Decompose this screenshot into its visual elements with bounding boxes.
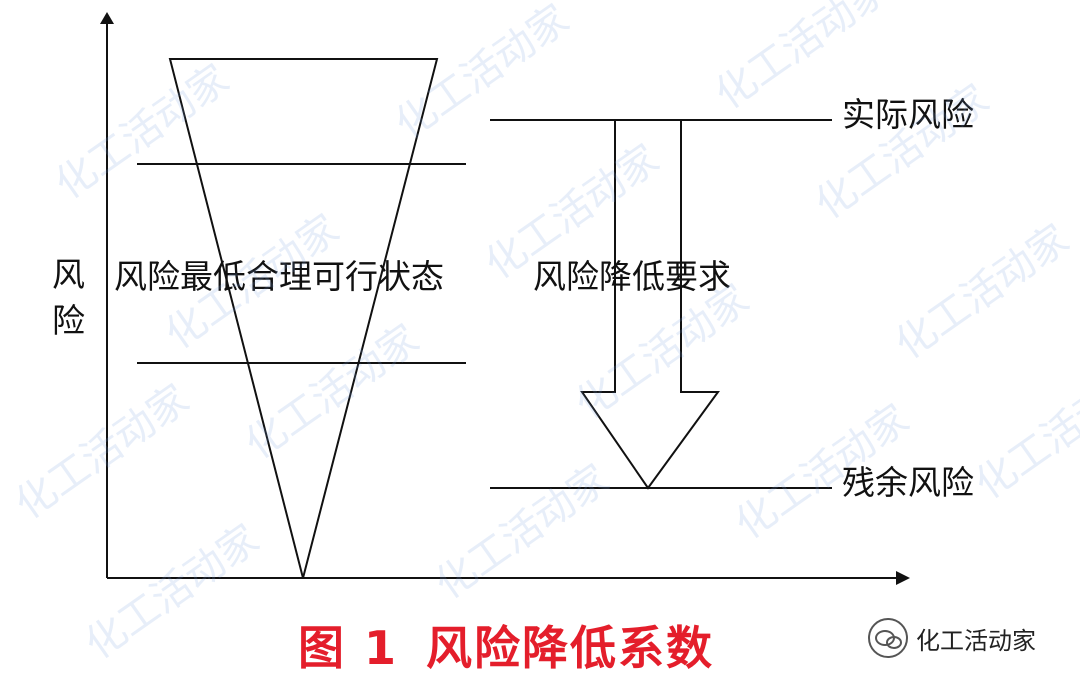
brand-name: 化工活动家 <box>916 626 1036 655</box>
wechat-icon <box>868 618 908 658</box>
brand-badge: 化工活动家 <box>868 618 1036 658</box>
actual-risk-label: 实际风险 <box>842 95 974 134</box>
figure-caption: 图 1 风险降低系数 <box>298 612 714 678</box>
x-axis-arrow <box>896 571 910 585</box>
reduction-label: 风险降低要求 <box>533 257 731 296</box>
figure-number: 图 1 <box>298 621 399 675</box>
risk-triangle <box>168 58 439 579</box>
y-axis-label: 风 险 <box>52 252 85 344</box>
y-axis-arrow <box>100 12 114 24</box>
y-axis-label-char-1: 风 <box>52 255 85 294</box>
y-axis-label-char-2: 险 <box>52 301 85 340</box>
reduction-arrow <box>580 119 720 490</box>
alarp-label: 风险最低合理可行状态 <box>114 257 444 296</box>
residual-risk-label: 残余风险 <box>842 463 974 502</box>
figure-title: 风险降低系数 <box>426 621 715 675</box>
